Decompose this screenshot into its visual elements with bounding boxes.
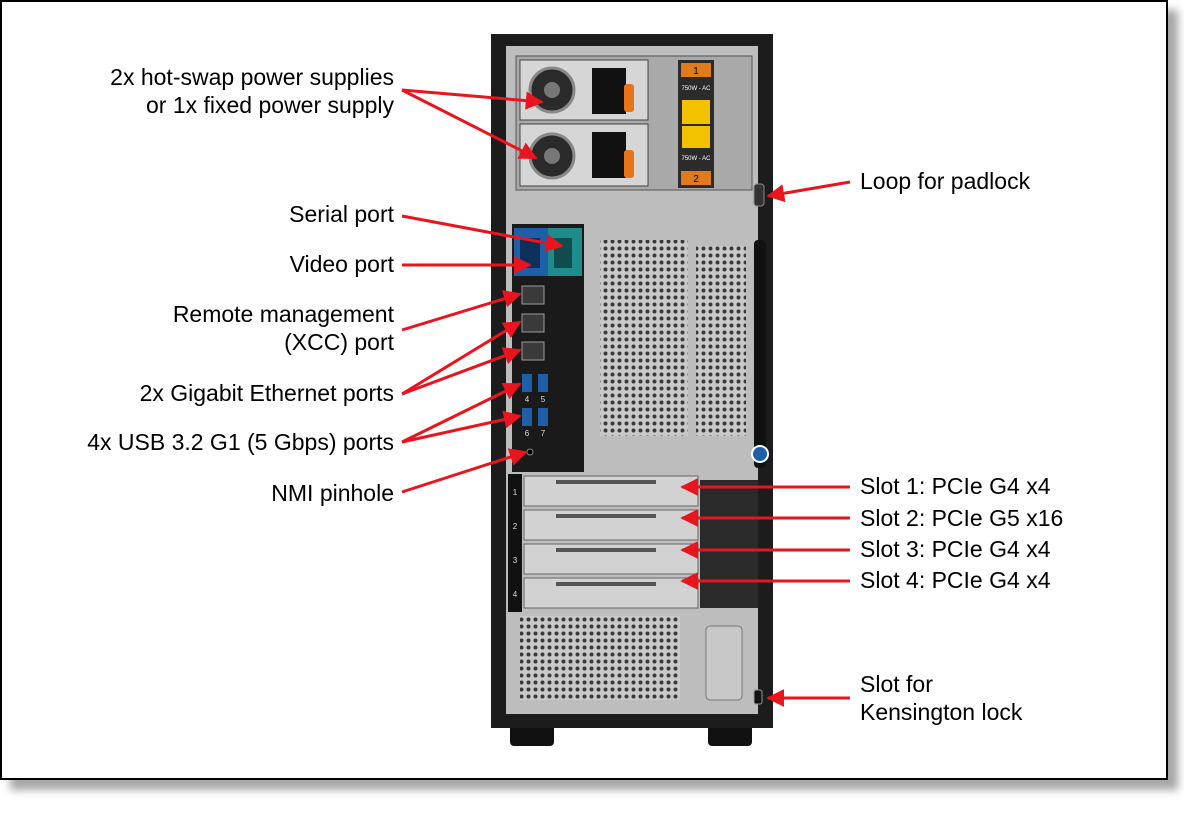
usb-port-7 bbox=[538, 408, 548, 426]
pcie-slot-1-vent bbox=[556, 480, 656, 484]
kensington-slot bbox=[753, 689, 763, 705]
psu-2 bbox=[519, 123, 649, 187]
psu-2-power-inlet bbox=[592, 132, 626, 178]
label-video-port: Video port bbox=[289, 251, 394, 277]
label-psu-line1: 2x hot-swap power supplies bbox=[110, 64, 394, 90]
pcie-slot-1-number: 1 bbox=[513, 488, 518, 497]
pcie-slot-3-vent bbox=[556, 548, 656, 552]
warning-label-2-icon bbox=[682, 126, 710, 148]
psu-rating-1: 750W - AC bbox=[681, 86, 711, 92]
ethernet-port-2 bbox=[521, 341, 545, 361]
arrow-psu-1 bbox=[401, 88, 544, 110]
arrow-nmi bbox=[401, 448, 528, 494]
arrow-serial bbox=[401, 214, 564, 252]
arrow-xcc bbox=[401, 290, 522, 332]
pcie-slot-2-vent bbox=[556, 514, 656, 518]
pcie-slot-4-vent bbox=[556, 582, 656, 586]
psu-rating-2: 750W - AC bbox=[681, 156, 711, 162]
label-nmi-pinhole: NMI pinhole bbox=[271, 480, 394, 506]
thumbscrew-icon bbox=[751, 445, 769, 463]
lower-cover bbox=[705, 625, 743, 701]
nmi-pinhole bbox=[526, 448, 534, 456]
slot-latches bbox=[700, 480, 758, 608]
vent-lower bbox=[520, 616, 680, 700]
psu-1-handle bbox=[624, 84, 634, 112]
ethernet-port-1 bbox=[521, 313, 545, 333]
usb-port-4 bbox=[522, 374, 532, 392]
arrow-padlock bbox=[766, 180, 851, 203]
pcie-slot-2-number: 2 bbox=[513, 522, 518, 531]
label-slot-1: Slot 1: PCIe G4 x4 bbox=[860, 473, 1051, 499]
label-serial-port: Serial port bbox=[289, 201, 394, 227]
usb-port-6 bbox=[522, 408, 532, 426]
usb-number-6: 6 bbox=[525, 429, 530, 438]
label-kensington-line2: Kensington lock bbox=[860, 699, 1023, 725]
usb-port-5 bbox=[538, 374, 548, 392]
pcie-slots: 1 2 3 4 bbox=[513, 475, 699, 609]
label-slot-3: Slot 3: PCIe G4 x4 bbox=[860, 536, 1051, 562]
vent-upper-right bbox=[696, 246, 746, 436]
psu-1-power-inlet bbox=[592, 68, 626, 114]
arrow-usb-1 bbox=[401, 382, 522, 444]
label-psu-line2: or 1x fixed power supply bbox=[145, 92, 394, 118]
pcie-slot-4-cover bbox=[523, 577, 699, 609]
label-kensington-line1: Slot for bbox=[860, 671, 933, 697]
pcie-slot-3-number: 3 bbox=[513, 556, 518, 565]
label-slot-2: Slot 2: PCIe G5 x16 bbox=[860, 505, 1064, 531]
arrow-usb-2 bbox=[401, 410, 522, 444]
slot-number-strip bbox=[508, 474, 522, 612]
arrow-gbe-2 bbox=[401, 347, 522, 396]
side-handle bbox=[754, 240, 766, 468]
usb-number-4: 4 bbox=[525, 395, 530, 404]
arrow-psu-2 bbox=[401, 88, 538, 160]
psu-badge-2-text: 2 bbox=[693, 174, 699, 185]
psu-badge-1-text: 1 bbox=[693, 66, 699, 77]
arrow-gbe-1 bbox=[401, 320, 522, 396]
vent-upper-center bbox=[600, 240, 688, 436]
usb-number-5: 5 bbox=[541, 395, 546, 404]
pcie-slot-4-number: 4 bbox=[513, 590, 518, 599]
label-padlock-loop: Loop for padlock bbox=[860, 168, 1031, 194]
padlock-loop bbox=[753, 183, 765, 207]
label-xcc-line1: Remote management bbox=[172, 301, 394, 327]
warning-label-icon bbox=[682, 100, 710, 124]
usb-number-7: 7 bbox=[541, 429, 546, 438]
xcc-port bbox=[521, 285, 545, 305]
label-gbe-ports: 2x Gigabit Ethernet ports bbox=[139, 380, 394, 406]
label-slot-4: Slot 4: PCIe G4 x4 bbox=[860, 567, 1051, 593]
psu-2-handle bbox=[624, 150, 634, 178]
psu-1 bbox=[519, 59, 649, 121]
label-usb-ports: 4x USB 3.2 G1 (5 Gbps) ports bbox=[87, 429, 394, 455]
psu-badge-2 bbox=[681, 171, 711, 185]
psu-label-plate: 1 750W - AC 750W - AC 2 bbox=[678, 60, 714, 188]
psu-badge-1 bbox=[681, 63, 711, 77]
label-xcc-line2: (XCC) port bbox=[284, 329, 394, 355]
